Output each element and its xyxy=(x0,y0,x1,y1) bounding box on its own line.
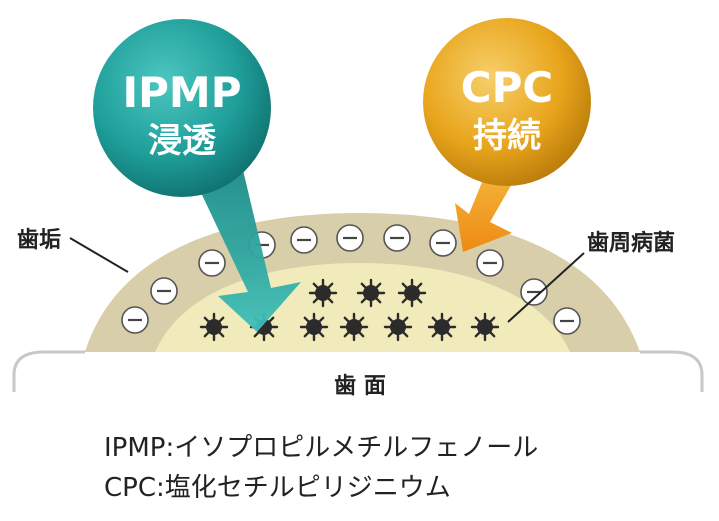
bacterium-icon xyxy=(397,278,427,308)
bacterium-icon xyxy=(308,278,338,308)
negative-charges xyxy=(121,224,581,335)
bacterium-icon xyxy=(470,312,500,342)
legend-cpc: CPC:塩化セチルピリジニウム xyxy=(104,473,451,503)
minus-circle-icon xyxy=(121,306,149,334)
ipmp-name: IPMP xyxy=(123,68,242,117)
bacterium-icon xyxy=(199,312,229,342)
bacterium-icon xyxy=(427,312,457,342)
minus-circle-icon xyxy=(383,224,411,252)
ipmp-action: 浸透 xyxy=(148,121,217,161)
cpc-name: CPC xyxy=(461,63,553,112)
tooth-surface-label: 歯 面 xyxy=(334,373,386,399)
cpc-action: 持続 xyxy=(473,116,541,156)
minus-circle-icon xyxy=(553,307,581,335)
minus-circle-icon xyxy=(198,249,226,277)
minus-circle-icon xyxy=(290,226,318,254)
plaque-leader-line xyxy=(69,237,129,273)
ipmp-arrow xyxy=(195,170,301,332)
plaque-label: 歯垢 xyxy=(17,227,61,253)
bacterium-icon xyxy=(383,312,413,342)
minus-circle-icon xyxy=(336,224,364,252)
bacterium-icon xyxy=(339,312,369,342)
minus-circle-icon xyxy=(429,229,457,257)
ipmp-bubble: IPMP 浸透 xyxy=(93,19,271,197)
bacteria-cluster xyxy=(199,278,500,342)
minus-circle-icon xyxy=(520,278,548,306)
bacterium-icon xyxy=(299,312,329,342)
legend-ipmp: IPMP:イソプロピルメチルフェノール xyxy=(104,433,539,463)
bacteria-leader-line xyxy=(507,252,585,323)
cpc-bubble: CPC 持続 xyxy=(423,18,591,186)
bacteria-label: 歯周病菌 xyxy=(587,230,675,256)
bacterium-icon xyxy=(356,278,386,308)
minus-circle-icon xyxy=(476,249,504,277)
cpc-arrow xyxy=(455,170,513,252)
minus-circle-icon xyxy=(150,277,178,305)
plaque-base xyxy=(85,352,640,354)
